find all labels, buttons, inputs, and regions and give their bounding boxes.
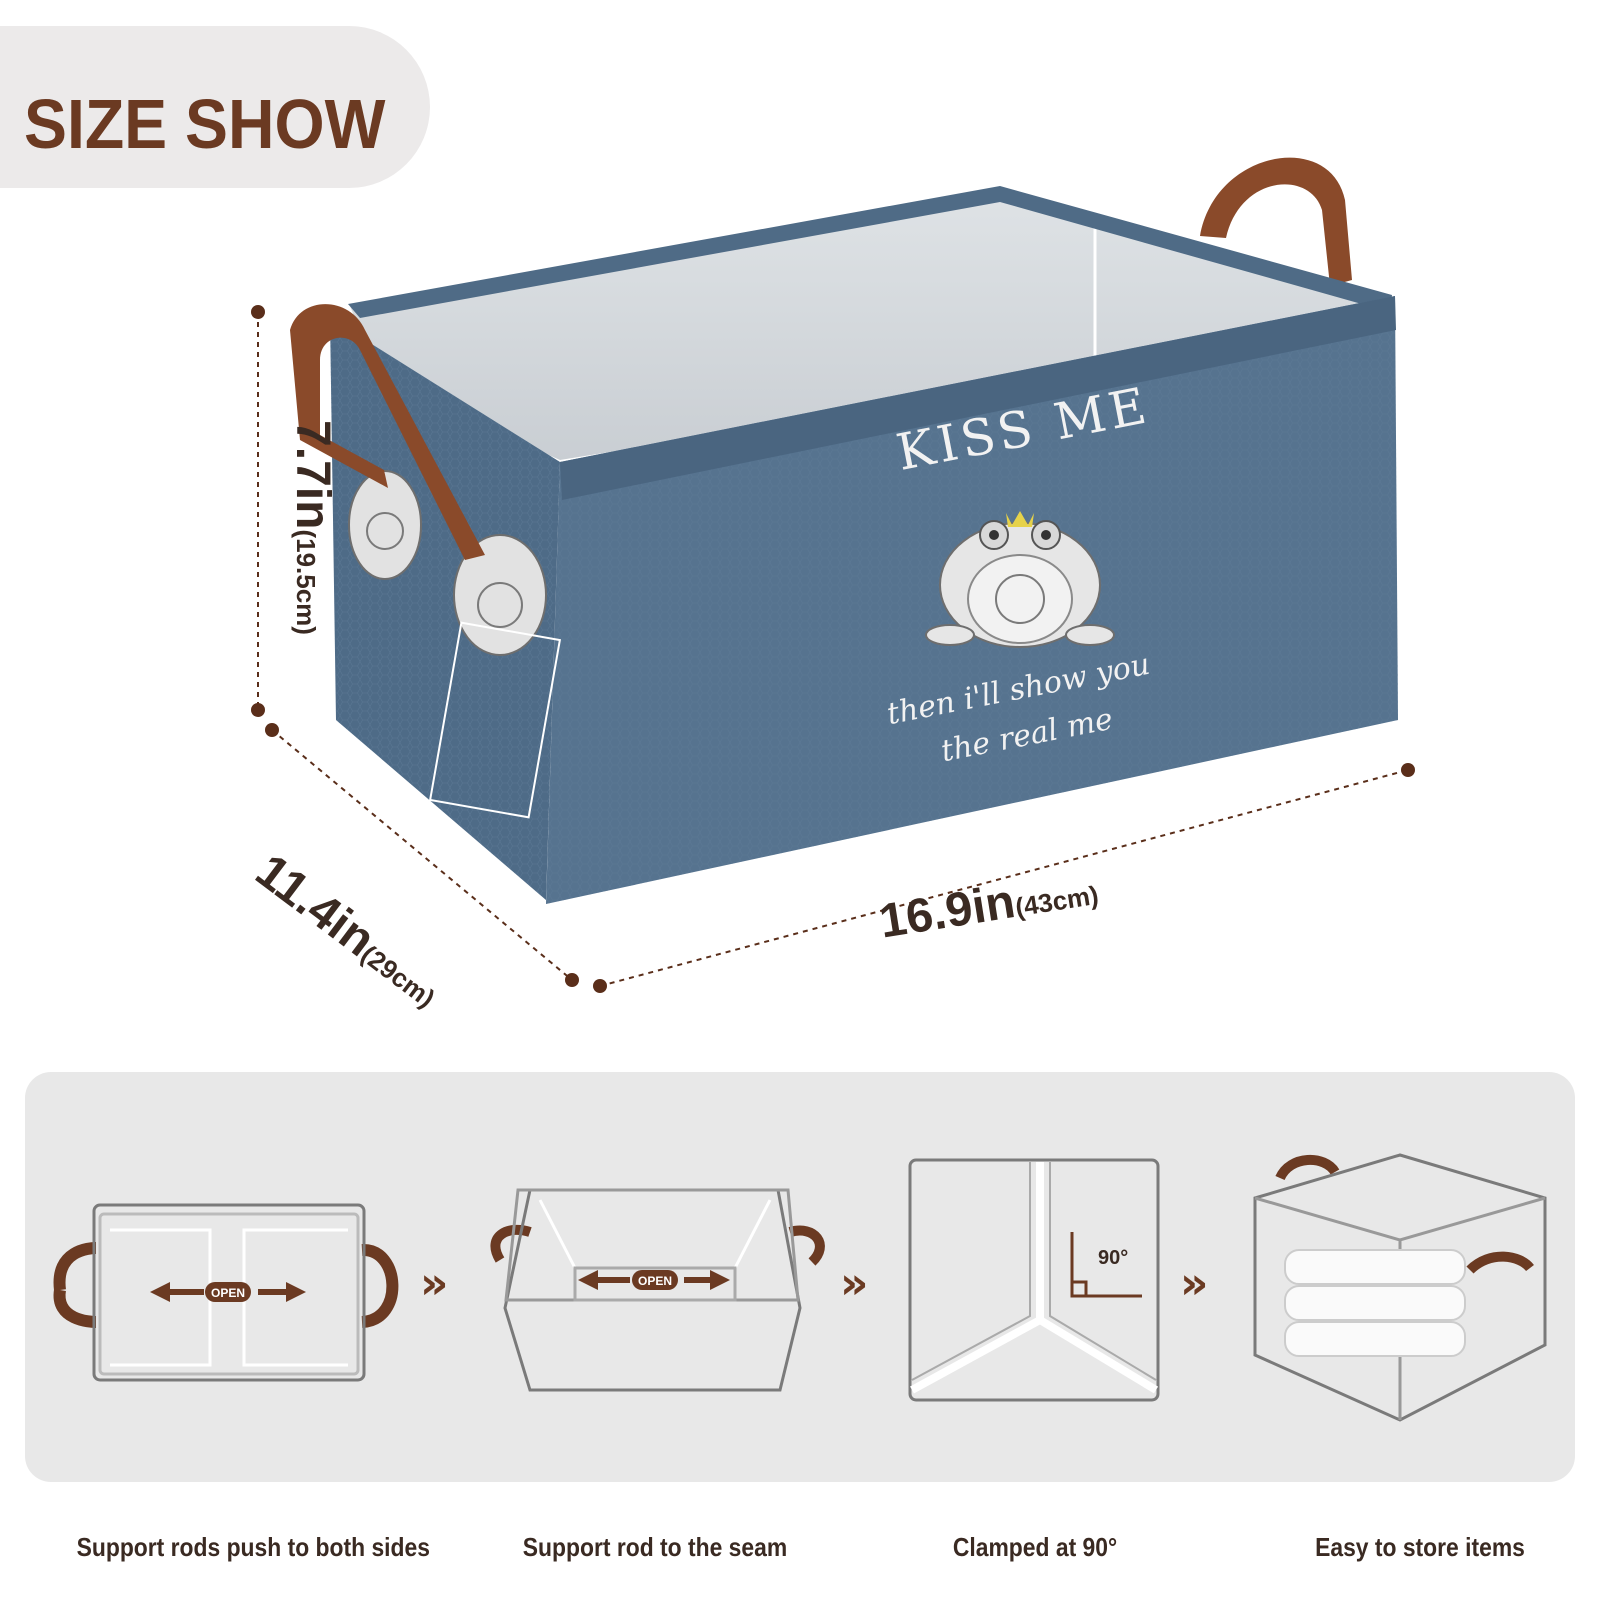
height-label: 7.7in(19.5cm) <box>285 420 339 635</box>
steps-panel <box>25 1072 1575 1482</box>
step1-caption: Support rods push to both sides <box>76 1532 430 1562</box>
frog-print <box>925 511 1115 648</box>
basket-rim <box>348 186 1392 318</box>
step4-caption: Easy to store items <box>1315 1532 1525 1562</box>
chevron-right-icon: » <box>840 1258 869 1309</box>
back-handle <box>1200 157 1352 286</box>
basket-interior <box>350 188 1395 460</box>
chevron-right-icon: » <box>420 1258 449 1309</box>
page-title: SIZE SHOW <box>24 85 386 163</box>
chevron-right-icon: » <box>1180 1258 1209 1309</box>
title-badge: SIZE SHOW <box>0 26 430 188</box>
dimension-lines <box>251 305 1415 993</box>
step2-caption: Support rod to the seam <box>522 1532 788 1562</box>
front-handle <box>290 304 485 560</box>
step3-caption: Clamped at 90° <box>952 1532 1118 1562</box>
